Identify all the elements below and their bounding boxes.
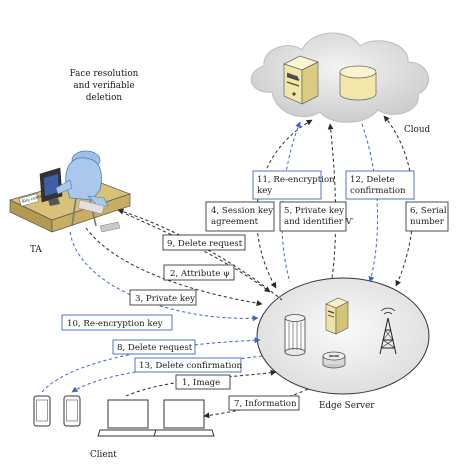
arrow-delete-request-client (41, 337, 261, 393)
step-3-label: 3, Private key (129, 289, 197, 306)
step-1-label: 1, Image (175, 374, 231, 390)
edge-ellipse-icon (256, 277, 430, 395)
server-icon (283, 55, 319, 105)
arrow-delete-confirmation-cloud (361, 123, 379, 283)
svg-text:1, Image: 1, Image (182, 378, 220, 388)
svg-text:9, Delete request: 9, Delete request (167, 239, 243, 249)
client-label: Client (90, 450, 117, 460)
laptop-icon (97, 399, 159, 437)
svg-text:2, Attribute ψ: 2, Attribute ψ (170, 269, 230, 279)
svg-text:8, Delete request: 8, Delete request (117, 343, 193, 353)
svg-text:10, Re-encryption key: 10, Re-encryption key (67, 319, 163, 329)
step-10-label: 10, Re-encryption key (61, 314, 173, 331)
tower-server-icon (325, 297, 349, 335)
step-2-label: 2, Attribute ψ (163, 264, 235, 281)
step-9-label: 9, Delete request (162, 234, 246, 251)
arrow-private-key-ta (85, 227, 263, 307)
svg-text:3, Private key: 3, Private key (135, 294, 195, 304)
step-13-label: 13, Delete confirmation (134, 357, 242, 373)
arrow-serial-number (383, 115, 414, 287)
key-center-label: Key center (21, 193, 44, 204)
arrow-private-key-identifier (327, 123, 337, 279)
router-icon (322, 351, 346, 369)
edge-server-label: Edge Server (319, 401, 375, 411)
cylinder-server-icon (284, 314, 306, 356)
step-8-label: 8, Delete request (112, 339, 196, 355)
cloud-label: Cloud (404, 125, 431, 135)
ta-label: TA (30, 245, 42, 255)
svg-text:7, Information: 7, Information (234, 399, 297, 409)
phone-icon (63, 395, 81, 427)
ta-operator-icon: Key center (9, 150, 132, 233)
phone-icon (33, 395, 51, 427)
laptop-icon (153, 399, 215, 437)
database-icon (339, 65, 377, 101)
antenna-icon (379, 307, 397, 355)
arrow-delete-request-ta (117, 208, 283, 301)
step-7-label: 7, Information (228, 395, 300, 411)
svg-text:13, Delete confirmation: 13, Delete confirmation (139, 361, 242, 371)
